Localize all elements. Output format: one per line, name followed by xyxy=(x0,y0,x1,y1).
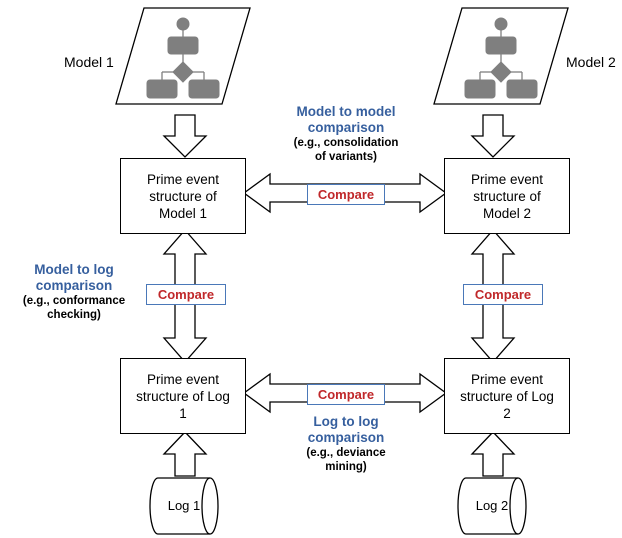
arrow-log2-up xyxy=(470,431,516,477)
pes-log2-text: Prime event structure of Log 2 xyxy=(460,371,554,421)
pes-model1-box: Prime event structure of Model 1 xyxy=(120,158,246,234)
pes-log1-box: Prime event structure of Log 1 xyxy=(120,358,246,434)
pes-model2-text: Prime event structure of Model 2 xyxy=(470,171,544,221)
m2m-annotation: Model to model comparison (e.g., consoli… xyxy=(272,104,420,164)
m2m-heading-line1: Model to model xyxy=(296,104,396,119)
log2-label: Log 2 xyxy=(475,498,509,513)
m2l-heading-line1: Model to log xyxy=(34,262,114,277)
arrow-model2-down xyxy=(470,114,516,158)
m2l-heading-line2: comparison xyxy=(35,278,113,293)
l2l-heading-line2: comparison xyxy=(307,430,385,445)
model1-process-icon xyxy=(146,17,220,99)
compare-top-label: Compare xyxy=(307,184,385,205)
compare-left-label: Compare xyxy=(146,284,226,305)
pes-log1-text: Prime event structure of Log 1 xyxy=(136,371,230,421)
log1-label: Log 1 xyxy=(167,498,201,513)
l2l-sub-line2: mining) xyxy=(325,461,367,473)
arrow-log1-up xyxy=(162,431,208,477)
log1-cylinder xyxy=(149,477,219,535)
l2l-annotation: Log to log comparison (e.g., deviance mi… xyxy=(282,414,410,474)
model1-label: Model 1 xyxy=(64,54,114,70)
arrow-model1-down xyxy=(162,114,208,158)
m2m-sub-line1: (e.g., consolidation xyxy=(293,137,399,149)
model2-process-icon xyxy=(464,17,538,99)
m2l-annotation: Model to log comparison (e.g., conforman… xyxy=(4,262,144,322)
pes-model2-box: Prime event structure of Model 2 xyxy=(444,158,570,234)
m2m-heading-line2: comparison xyxy=(307,120,385,135)
pes-model1-text: Prime event structure of Model 1 xyxy=(146,171,220,221)
log2-cylinder xyxy=(457,477,527,535)
l2l-heading-line1: Log to log xyxy=(313,414,379,429)
compare-bottom-label: Compare xyxy=(307,384,385,405)
compare-right-label: Compare xyxy=(463,284,543,305)
m2m-sub-line2: of variants) xyxy=(315,151,377,163)
m2l-sub-line1: (e.g., conformance xyxy=(22,295,126,307)
model2-label: Model 2 xyxy=(566,54,616,70)
pes-log2-box: Prime event structure of Log 2 xyxy=(444,358,570,434)
l2l-sub-line1: (e.g., deviance xyxy=(306,447,386,459)
m2l-sub-line2: checking) xyxy=(47,309,101,321)
